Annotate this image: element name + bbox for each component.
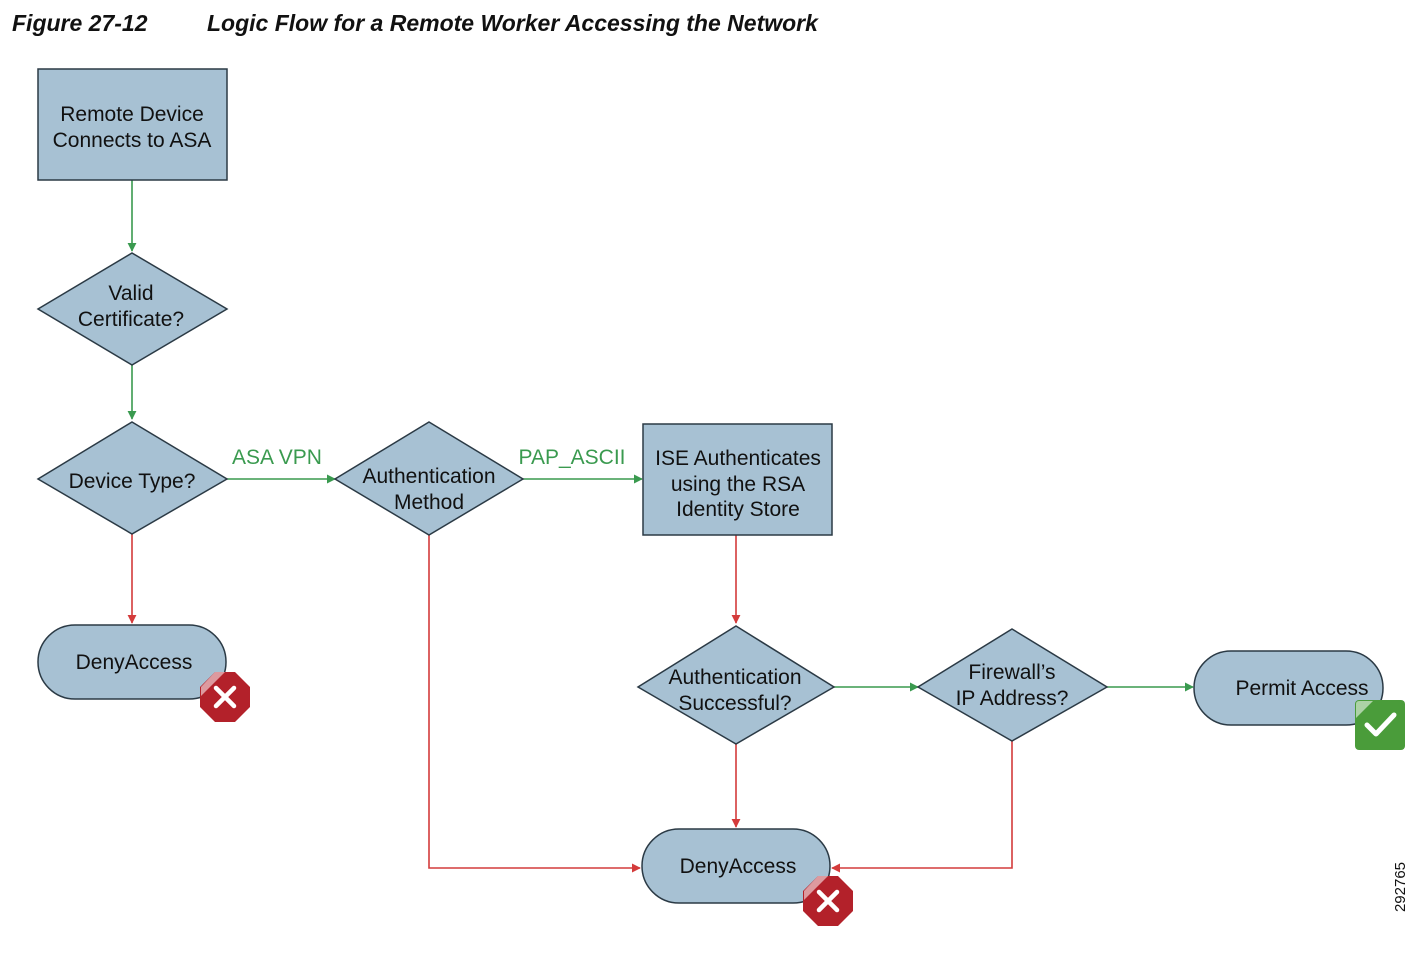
node-remote-device-line1: Remote Device [60, 103, 204, 126]
node-device-type: Device Type? [36, 421, 229, 535]
node-auth-successful-line2: Successful? [678, 692, 791, 715]
node-firewall-ip-line1: Firewall’s [968, 661, 1055, 684]
node-deny-access-2-label: DenyAccess [680, 855, 797, 878]
figure-caption: Figure 27-12 Logic Flow for a Remote Work… [12, 10, 818, 37]
node-ise-line1: ISE Authenticates [655, 447, 821, 470]
node-auth-successful: Authentication Successful? [636, 625, 836, 745]
node-ise-authenticates: ISE Authenticates using the RSA Identity… [642, 423, 833, 536]
node-deny-access-1-label: DenyAccess [76, 651, 193, 674]
node-remote-device: Remote Device Connects to ASA [37, 68, 228, 181]
edge-label-pap-ascii: PAP_ASCII [519, 446, 626, 469]
node-auth-successful-line1: Authentication [668, 666, 801, 689]
figure-number: Figure 27-12 [12, 10, 148, 36]
node-firewall-ip-line2: IP Address? [956, 687, 1069, 710]
node-permit-access-label: Permit Access [1235, 677, 1368, 700]
deny-x-icon [803, 876, 853, 926]
deny-x-icon [200, 672, 250, 722]
node-deny-access-1: DenyAccess [37, 624, 250, 722]
node-valid-certificate-line2: Certificate? [78, 308, 184, 331]
node-valid-certificate: Valid Certificate? [36, 252, 229, 366]
node-remote-device-line2: Connects to ASA [53, 129, 212, 152]
checkmark-icon [1355, 700, 1405, 750]
node-device-type-line1: Device Type? [69, 470, 196, 493]
edge-label-asa-vpn: ASA VPN [232, 446, 322, 469]
node-deny-access-2: DenyAccess [641, 828, 853, 926]
node-ise-line3: Identity Store [676, 498, 800, 521]
node-firewall-ip: Firewall’s IP Address? [916, 628, 1109, 742]
node-auth-method: Authentication Method [333, 421, 525, 536]
node-valid-certificate-line1: Valid [108, 282, 153, 305]
node-permit-access: Permit Access [1193, 650, 1405, 750]
edge-authmethod-to-deny2 [428, 534, 641, 873]
node-ise-line2: using the RSA [671, 473, 805, 496]
node-auth-method-line1: Authentication [362, 465, 495, 488]
figure-title: Logic Flow for a Remote Worker Accessing… [207, 10, 818, 36]
figure-id-number: 292765 [1392, 862, 1409, 912]
edges [127, 180, 1194, 873]
edge-firewall-to-deny2 [831, 741, 1013, 873]
node-auth-method-line2: Method [394, 491, 464, 514]
